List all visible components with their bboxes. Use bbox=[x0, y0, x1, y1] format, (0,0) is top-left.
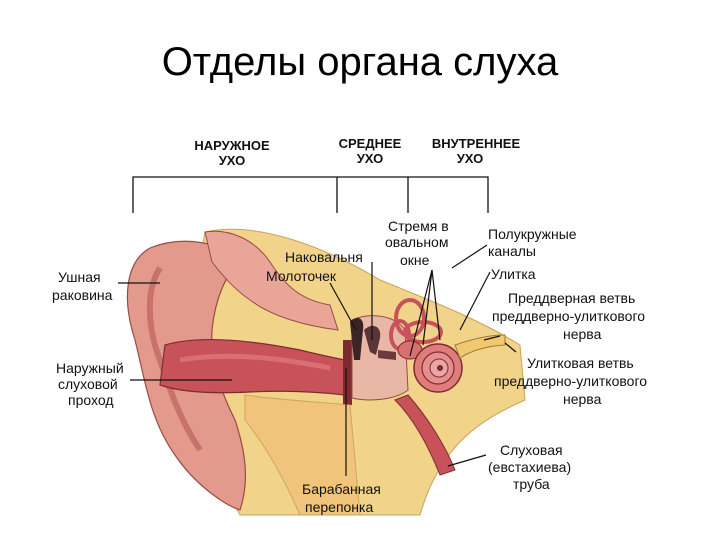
eustachian-tube-shape bbox=[394, 394, 456, 476]
incus-shape bbox=[364, 325, 381, 355]
header-outer-ear-line1: НАРУЖНОЕ bbox=[194, 138, 270, 153]
label-vestibular-line3: нерва bbox=[563, 326, 602, 342]
eardrum-shape bbox=[343, 340, 352, 405]
upper-tissue bbox=[204, 230, 339, 331]
slide-title: Отделы органа слуха bbox=[161, 40, 559, 84]
label-cochlear-line3: нерва bbox=[563, 391, 602, 407]
header-outer-ear-line2: УХО bbox=[219, 153, 246, 168]
section-bracket bbox=[132, 176, 489, 213]
header-middle-ear-line1: СРЕДНЕЕ bbox=[339, 136, 402, 151]
label-stapes-line1: Стремя в bbox=[388, 218, 449, 234]
header-inner-ear-line2: УХО bbox=[457, 151, 484, 166]
label-eardrum-line1: Барабанная bbox=[302, 481, 381, 497]
label-eustachian-line2: (евстахиева) bbox=[488, 459, 571, 475]
header-middle-ear-line2: УХО bbox=[357, 151, 384, 166]
label-eardrum-line2: перепонка bbox=[305, 499, 373, 515]
leader-stapes-1 bbox=[409, 269, 433, 357]
leader-lines bbox=[118, 244, 517, 476]
header-inner-ear-line1: ВНУТРЕННЕЕ bbox=[432, 136, 521, 151]
leader-eustachian bbox=[447, 454, 487, 467]
leader-vestibular-branch bbox=[483, 335, 501, 341]
leader-stapes-2 bbox=[422, 269, 433, 346]
label-semicircular-line2: каналы bbox=[488, 243, 536, 259]
label-stapes-line2: овальном bbox=[385, 234, 448, 250]
leader-semicircular bbox=[451, 244, 488, 269]
leader-stapes-3 bbox=[431, 269, 441, 341]
label-eustachian-line1: Слуховая bbox=[500, 442, 563, 458]
label-ear-canal-line2: слуховой bbox=[58, 376, 118, 392]
leader-malleus bbox=[329, 282, 357, 331]
label-incus: Наковальня bbox=[285, 249, 363, 265]
stapes-shape bbox=[378, 350, 396, 360]
cochlea-shape bbox=[413, 343, 463, 393]
canal-highlight bbox=[179, 353, 331, 371]
label-ear-canal-line1: Наружный bbox=[56, 360, 124, 376]
label-cochlear-line2: преддверно-улиткового bbox=[494, 373, 647, 389]
malleus-shape bbox=[350, 317, 364, 360]
label-vestibular-line1: Преддверная ветвь bbox=[508, 290, 635, 306]
label-auricle-line1: Ушная bbox=[58, 269, 101, 285]
label-auricle-line2: раковина bbox=[52, 287, 113, 303]
label-vestibular-line2: преддверно-улиткового bbox=[492, 308, 645, 324]
label-stapes-line3: окне bbox=[400, 252, 430, 268]
label-malleus: Молоточек bbox=[266, 268, 337, 284]
label-cochlear-line1: Улитковая ветвь bbox=[527, 355, 634, 371]
label-ear-canal-line3: проход bbox=[68, 392, 114, 408]
lower-tissue bbox=[244, 394, 361, 516]
leader-cochlear-branch bbox=[504, 342, 517, 353]
auricle-fold bbox=[146, 266, 203, 452]
label-semicircular-line1: Полукружные bbox=[488, 226, 577, 242]
ear-illustration bbox=[126, 228, 526, 516]
label-eustachian-line3: труба bbox=[513, 476, 550, 492]
vestibulocochlear-nerve bbox=[454, 334, 506, 359]
label-cochlea: Улитка bbox=[491, 266, 536, 282]
leader-cochlea bbox=[459, 271, 491, 331]
